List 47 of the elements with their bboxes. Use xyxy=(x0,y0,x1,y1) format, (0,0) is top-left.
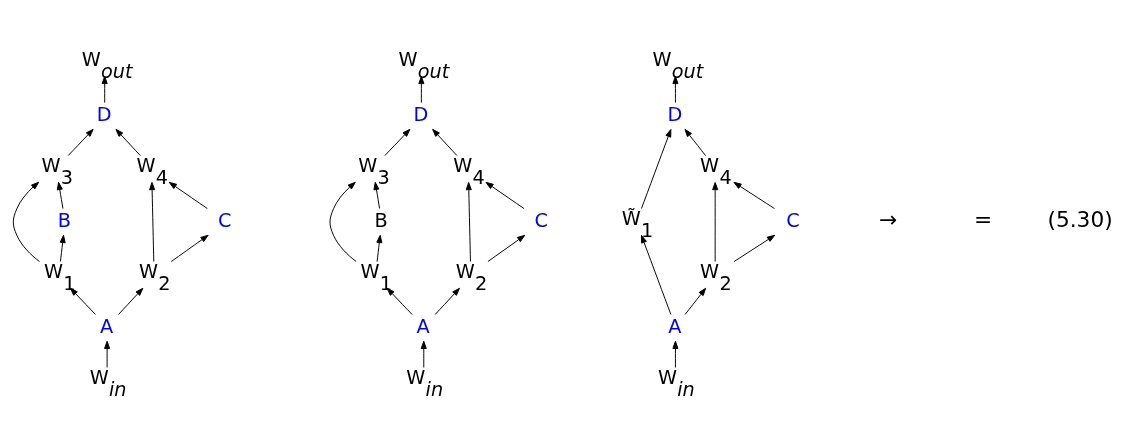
node-text: C xyxy=(786,208,800,232)
arrow xyxy=(733,234,776,262)
arrow xyxy=(672,75,679,104)
node-text: A xyxy=(99,314,114,338)
arrow xyxy=(420,340,427,368)
arrow xyxy=(386,287,413,315)
arrow xyxy=(432,128,458,157)
node-text: D xyxy=(667,102,683,126)
arrow xyxy=(59,234,66,262)
arrow xyxy=(56,181,64,210)
arrow xyxy=(170,234,209,262)
arrow xyxy=(434,287,460,315)
arrow xyxy=(149,182,156,262)
arrow xyxy=(376,234,383,262)
arrow xyxy=(684,287,707,315)
node-text: B xyxy=(57,208,71,232)
arrow xyxy=(733,181,775,210)
arrow xyxy=(67,128,94,157)
arrow xyxy=(712,182,719,262)
arrow xyxy=(641,235,672,315)
arrow xyxy=(101,75,108,104)
node-text: A xyxy=(416,314,430,338)
label: (5.30) xyxy=(1047,207,1113,233)
node-text: D xyxy=(413,102,429,126)
arrow xyxy=(70,287,96,315)
node-text: B xyxy=(374,208,388,232)
node-text: C xyxy=(217,208,232,232)
arrow xyxy=(384,128,411,157)
arrow xyxy=(672,340,679,368)
arrow xyxy=(373,181,381,210)
arrow xyxy=(465,182,472,262)
arrow xyxy=(329,181,357,263)
arrow xyxy=(641,129,672,209)
arrow xyxy=(168,181,208,210)
arrow xyxy=(118,287,144,315)
arrow xyxy=(418,75,425,104)
label: → xyxy=(878,207,898,233)
node-text: D xyxy=(96,102,112,126)
label: = xyxy=(974,207,993,233)
arrow xyxy=(485,181,525,210)
node-text: C xyxy=(534,208,549,232)
arrow xyxy=(104,340,111,368)
arrow xyxy=(487,234,526,262)
arrow xyxy=(684,128,707,157)
arrow xyxy=(115,128,141,157)
node-text: A xyxy=(668,314,682,338)
arrow xyxy=(12,181,40,263)
